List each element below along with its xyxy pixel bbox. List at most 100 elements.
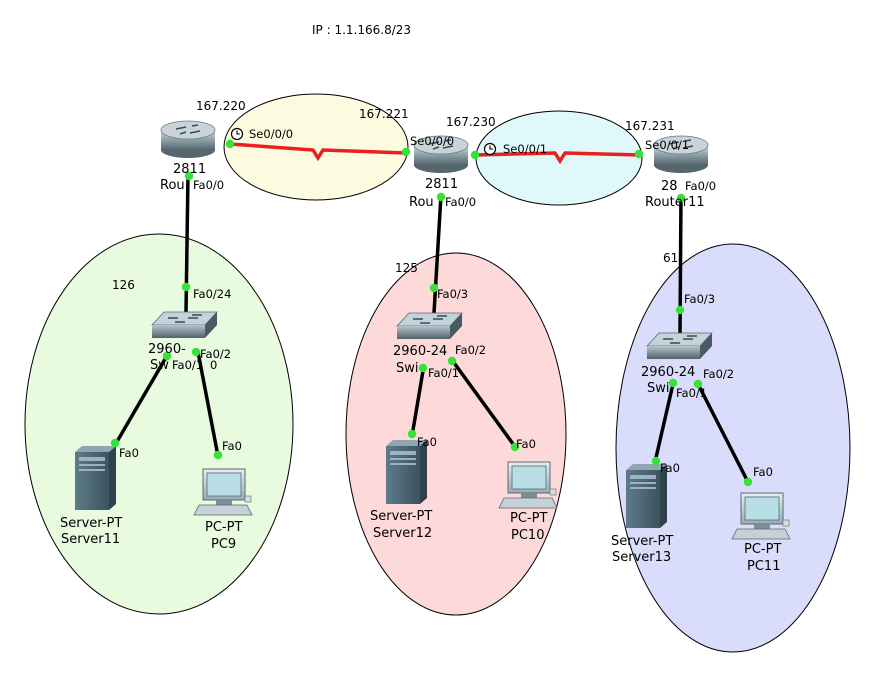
switch-mid[interactable] xyxy=(396,312,463,339)
port-dot xyxy=(110,438,120,448)
switch-left-name: Sw xyxy=(150,358,169,373)
router-right[interactable] xyxy=(653,135,709,173)
ip-label-r12-se001: 167.230 xyxy=(446,115,496,129)
port-dot xyxy=(184,171,194,181)
clock-icon xyxy=(230,127,244,141)
ip-label-r11-se: 167.231 xyxy=(625,119,675,133)
switch-right-name: Swi xyxy=(647,381,670,396)
port-dot xyxy=(429,283,439,293)
port-dot xyxy=(401,147,411,157)
port-label-sw-mid-fa02: Fa0/2 xyxy=(455,343,486,357)
server-right[interactable] xyxy=(626,464,667,528)
page-title: IP : 1.1.166.8/23 xyxy=(312,23,411,37)
server13-name: Server13 xyxy=(612,550,671,565)
server11-model: Server-PT xyxy=(60,516,122,531)
server-icon xyxy=(626,464,667,528)
pc-left[interactable] xyxy=(193,468,253,516)
pc10-name: PC10 xyxy=(511,528,544,543)
ip-label-r12-se000: 167.221 xyxy=(359,107,409,121)
port-label-r12-se000: Se0/0/0 xyxy=(410,134,454,148)
port-label-sw-left-fa01: Fa0/1 xyxy=(172,358,203,372)
switch-right[interactable] xyxy=(646,332,713,359)
port-label-r12-se001: Se0/0/1 xyxy=(503,142,547,156)
port-label-sw-left-fa02: Fa0/2 xyxy=(200,347,231,361)
switch-left[interactable] xyxy=(151,311,218,338)
port-label-pc10: Fa0 xyxy=(516,437,536,451)
port-label-sw-mid-uplink: Fa0/3 xyxy=(437,287,468,301)
port-label-sw-mid-fa01: Fa0/1 xyxy=(428,366,459,380)
link-switch-mid-server[interactable] xyxy=(410,364,426,437)
link-switch-left-pc[interactable] xyxy=(196,351,220,457)
switch-right-model: 2960-24 xyxy=(641,365,695,380)
serial-link-left[interactable] xyxy=(229,142,407,162)
ip-label-r10-se: 167.220 xyxy=(196,99,246,113)
lan-label-left: 126 xyxy=(112,278,135,292)
switch-left-model: 2960- xyxy=(148,342,186,357)
port-label-server11: Fa0 xyxy=(119,446,139,460)
port-label-r11-fa00: Fa0/0 xyxy=(685,179,716,193)
router-icon xyxy=(413,135,469,173)
router-left-model: 2811 xyxy=(173,162,206,177)
link-switch-right-server[interactable] xyxy=(653,383,675,463)
router-mid-model: 2811 xyxy=(425,177,458,192)
port-dot xyxy=(162,351,172,361)
server11-name: Server11 xyxy=(61,532,120,547)
port-dot xyxy=(634,149,644,159)
port-dot xyxy=(743,477,753,487)
port-dot xyxy=(213,450,223,460)
port-label-r12-fa00: Fa0/0 xyxy=(445,195,476,209)
router-mid-name: Rou xyxy=(409,195,434,210)
port-label-sw-right-fa02: Fa0/2 xyxy=(703,367,734,381)
pc-mid[interactable] xyxy=(498,461,558,509)
router-mid[interactable] xyxy=(413,135,469,173)
router-left-name: Rou xyxy=(160,178,185,193)
port-dot xyxy=(447,356,457,366)
serial-link-right[interactable] xyxy=(474,151,641,165)
router-icon xyxy=(653,135,709,173)
pc11-name: PC11 xyxy=(747,559,780,574)
port-dot xyxy=(191,347,201,357)
port-label-sw-right-fa01: Fa0/1 xyxy=(676,386,707,400)
port-label-pc11: Fa0 xyxy=(753,465,773,479)
zone-left xyxy=(24,233,294,615)
pc9-model: PC-PT xyxy=(205,520,242,535)
port-dots xyxy=(110,139,753,487)
port-dot xyxy=(470,150,480,160)
link-router-mid-switch[interactable] xyxy=(432,194,443,314)
pc-right[interactable] xyxy=(731,492,791,540)
port-label-server13: Fa0 xyxy=(660,461,680,475)
port-dot xyxy=(407,429,417,439)
port-dot xyxy=(436,192,446,202)
server12-name: Server12 xyxy=(373,526,432,541)
pc-icon xyxy=(498,461,558,509)
lan-label-mid: 125 xyxy=(395,261,418,275)
server-icon xyxy=(75,446,116,510)
port-dot xyxy=(693,379,703,389)
port-label-sw-left-uplink: Fa0/24 xyxy=(193,287,231,301)
switch-icon xyxy=(646,332,713,359)
port-label-r10-fa00: Fa0/0 xyxy=(193,178,224,192)
clock-icon xyxy=(483,142,497,156)
link-router-left-switch[interactable] xyxy=(184,174,190,313)
link-switch-right-pc[interactable] xyxy=(696,383,751,485)
router-icon xyxy=(160,120,216,158)
port-label-server12: Fa0 xyxy=(417,435,437,449)
server-icon xyxy=(386,440,427,504)
port-label-r11-se001: Se0/0/1 xyxy=(645,138,689,152)
port-dot xyxy=(418,363,428,373)
server-left[interactable] xyxy=(75,446,116,510)
link-switch-mid-pc[interactable] xyxy=(450,358,518,450)
router-left[interactable] xyxy=(160,120,216,158)
wan-zone-left xyxy=(223,93,409,201)
link-switch-left-server[interactable] xyxy=(113,353,170,446)
server-mid[interactable] xyxy=(386,440,427,504)
switch-mid-model: 2960-24 xyxy=(393,344,447,359)
zone-mid xyxy=(345,252,567,616)
port-label-pc9: Fa0 xyxy=(222,439,242,453)
pc-icon xyxy=(731,492,791,540)
port-dot xyxy=(181,282,191,292)
switch-icon xyxy=(396,312,463,339)
ethernet-links xyxy=(113,174,751,485)
zone-right xyxy=(615,243,851,653)
